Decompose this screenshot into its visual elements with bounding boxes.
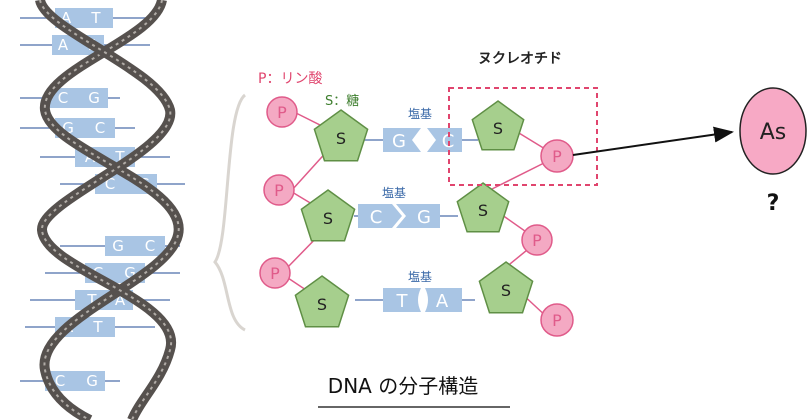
helix-backbone-strand bbox=[39, 0, 184, 420]
base-label: 塩基 bbox=[408, 269, 432, 284]
helix-base-label: C bbox=[105, 175, 115, 193]
helix-base-label: G bbox=[88, 89, 100, 107]
nucleotide-label: ヌクレオチド bbox=[478, 51, 562, 67]
phosphate-circle: P bbox=[540, 303, 574, 337]
base-pair-3: T A bbox=[383, 288, 462, 312]
helix-base-label: G bbox=[62, 119, 74, 137]
base-links bbox=[354, 139, 478, 301]
base-letter: G bbox=[392, 131, 406, 152]
substitution-arrow bbox=[572, 126, 734, 156]
sugar-pentagon: S bbox=[294, 275, 350, 328]
base-letter: A bbox=[436, 291, 449, 312]
sugar-pentagon: S bbox=[313, 109, 369, 162]
base-label: 塩基 bbox=[382, 185, 406, 200]
helix-backbone-strand bbox=[39, 0, 173, 420]
base-letter: G bbox=[417, 207, 431, 228]
phosphate-symbol: P bbox=[274, 181, 284, 200]
sugar-legend-label: S：糖 bbox=[325, 93, 359, 109]
helix-backbone-strand bbox=[35, 0, 177, 420]
sugar-symbol: S bbox=[317, 295, 327, 314]
base-letter: T bbox=[396, 291, 409, 312]
base-letter: C bbox=[370, 207, 383, 228]
phosphate-circle: P bbox=[259, 257, 291, 289]
helix-base-label: A bbox=[61, 9, 72, 27]
sugar-pentagon: S bbox=[478, 261, 534, 314]
helix-base-label: T bbox=[90, 9, 101, 27]
base-pair-1: G C bbox=[383, 128, 462, 152]
sugar-symbol: S bbox=[493, 119, 503, 138]
helix-rung: C G bbox=[20, 88, 120, 108]
sugar-pentagon: S bbox=[300, 189, 356, 242]
helix-base-label: G bbox=[112, 237, 124, 255]
helix-base-label: A bbox=[58, 36, 69, 54]
helix-base-label: C bbox=[145, 237, 155, 255]
helix-base-label: T bbox=[86, 291, 97, 309]
base-label: 塩基 bbox=[408, 106, 432, 121]
helix-base-label: T bbox=[114, 148, 125, 166]
helix-base-label: G bbox=[124, 264, 136, 282]
zoom-bracket bbox=[213, 93, 247, 332]
phosphate-symbol: P bbox=[270, 264, 280, 283]
phosphate-symbol: P bbox=[277, 103, 287, 122]
arsenic-symbol: As bbox=[760, 120, 787, 145]
helix-rung: G C bbox=[60, 236, 180, 256]
helix-base-label: C bbox=[95, 119, 105, 137]
sugar-pentagon: S bbox=[456, 182, 510, 233]
diagram-title: DNA の分子構造 bbox=[328, 374, 478, 398]
helix-base-label: C bbox=[58, 89, 68, 107]
sugar-symbol: S bbox=[478, 201, 488, 220]
phosphate-circle: P bbox=[540, 139, 574, 173]
sugar-pentagon: S bbox=[471, 100, 525, 151]
phosphate-circle: P bbox=[263, 174, 295, 206]
helix-base-label: G bbox=[86, 372, 98, 390]
phosphate-circle: P bbox=[521, 224, 553, 256]
base-pair-2: C G bbox=[358, 204, 440, 228]
helix-backbone-strand bbox=[43, 0, 180, 420]
nucleotide-highlight-box bbox=[448, 87, 598, 186]
sugar-symbol: S bbox=[501, 281, 511, 300]
sugar-symbol: S bbox=[336, 129, 346, 148]
helix-base-label: A bbox=[115, 291, 126, 309]
helix-rung: G C bbox=[20, 118, 135, 138]
phosphate-symbol: P bbox=[552, 311, 562, 330]
sugar-symbol: S bbox=[323, 209, 333, 228]
arsenic-atom: As bbox=[739, 87, 807, 175]
question-mark: ? bbox=[767, 191, 780, 216]
helix-base-label: C bbox=[55, 372, 65, 390]
helix-rung: A T bbox=[20, 8, 150, 28]
phosphate-symbol: P bbox=[532, 231, 542, 250]
helix-rung: A T bbox=[25, 317, 155, 337]
dna-double-helix: A T A T C G G C A T bbox=[20, 0, 185, 420]
helix-rung: C G bbox=[20, 371, 120, 391]
phosphate-circle: P bbox=[266, 96, 298, 128]
phosphate-legend-label: P：リン酸 bbox=[258, 71, 322, 87]
helix-base-label: T bbox=[92, 318, 103, 336]
phosphate-symbol: P bbox=[552, 147, 562, 166]
